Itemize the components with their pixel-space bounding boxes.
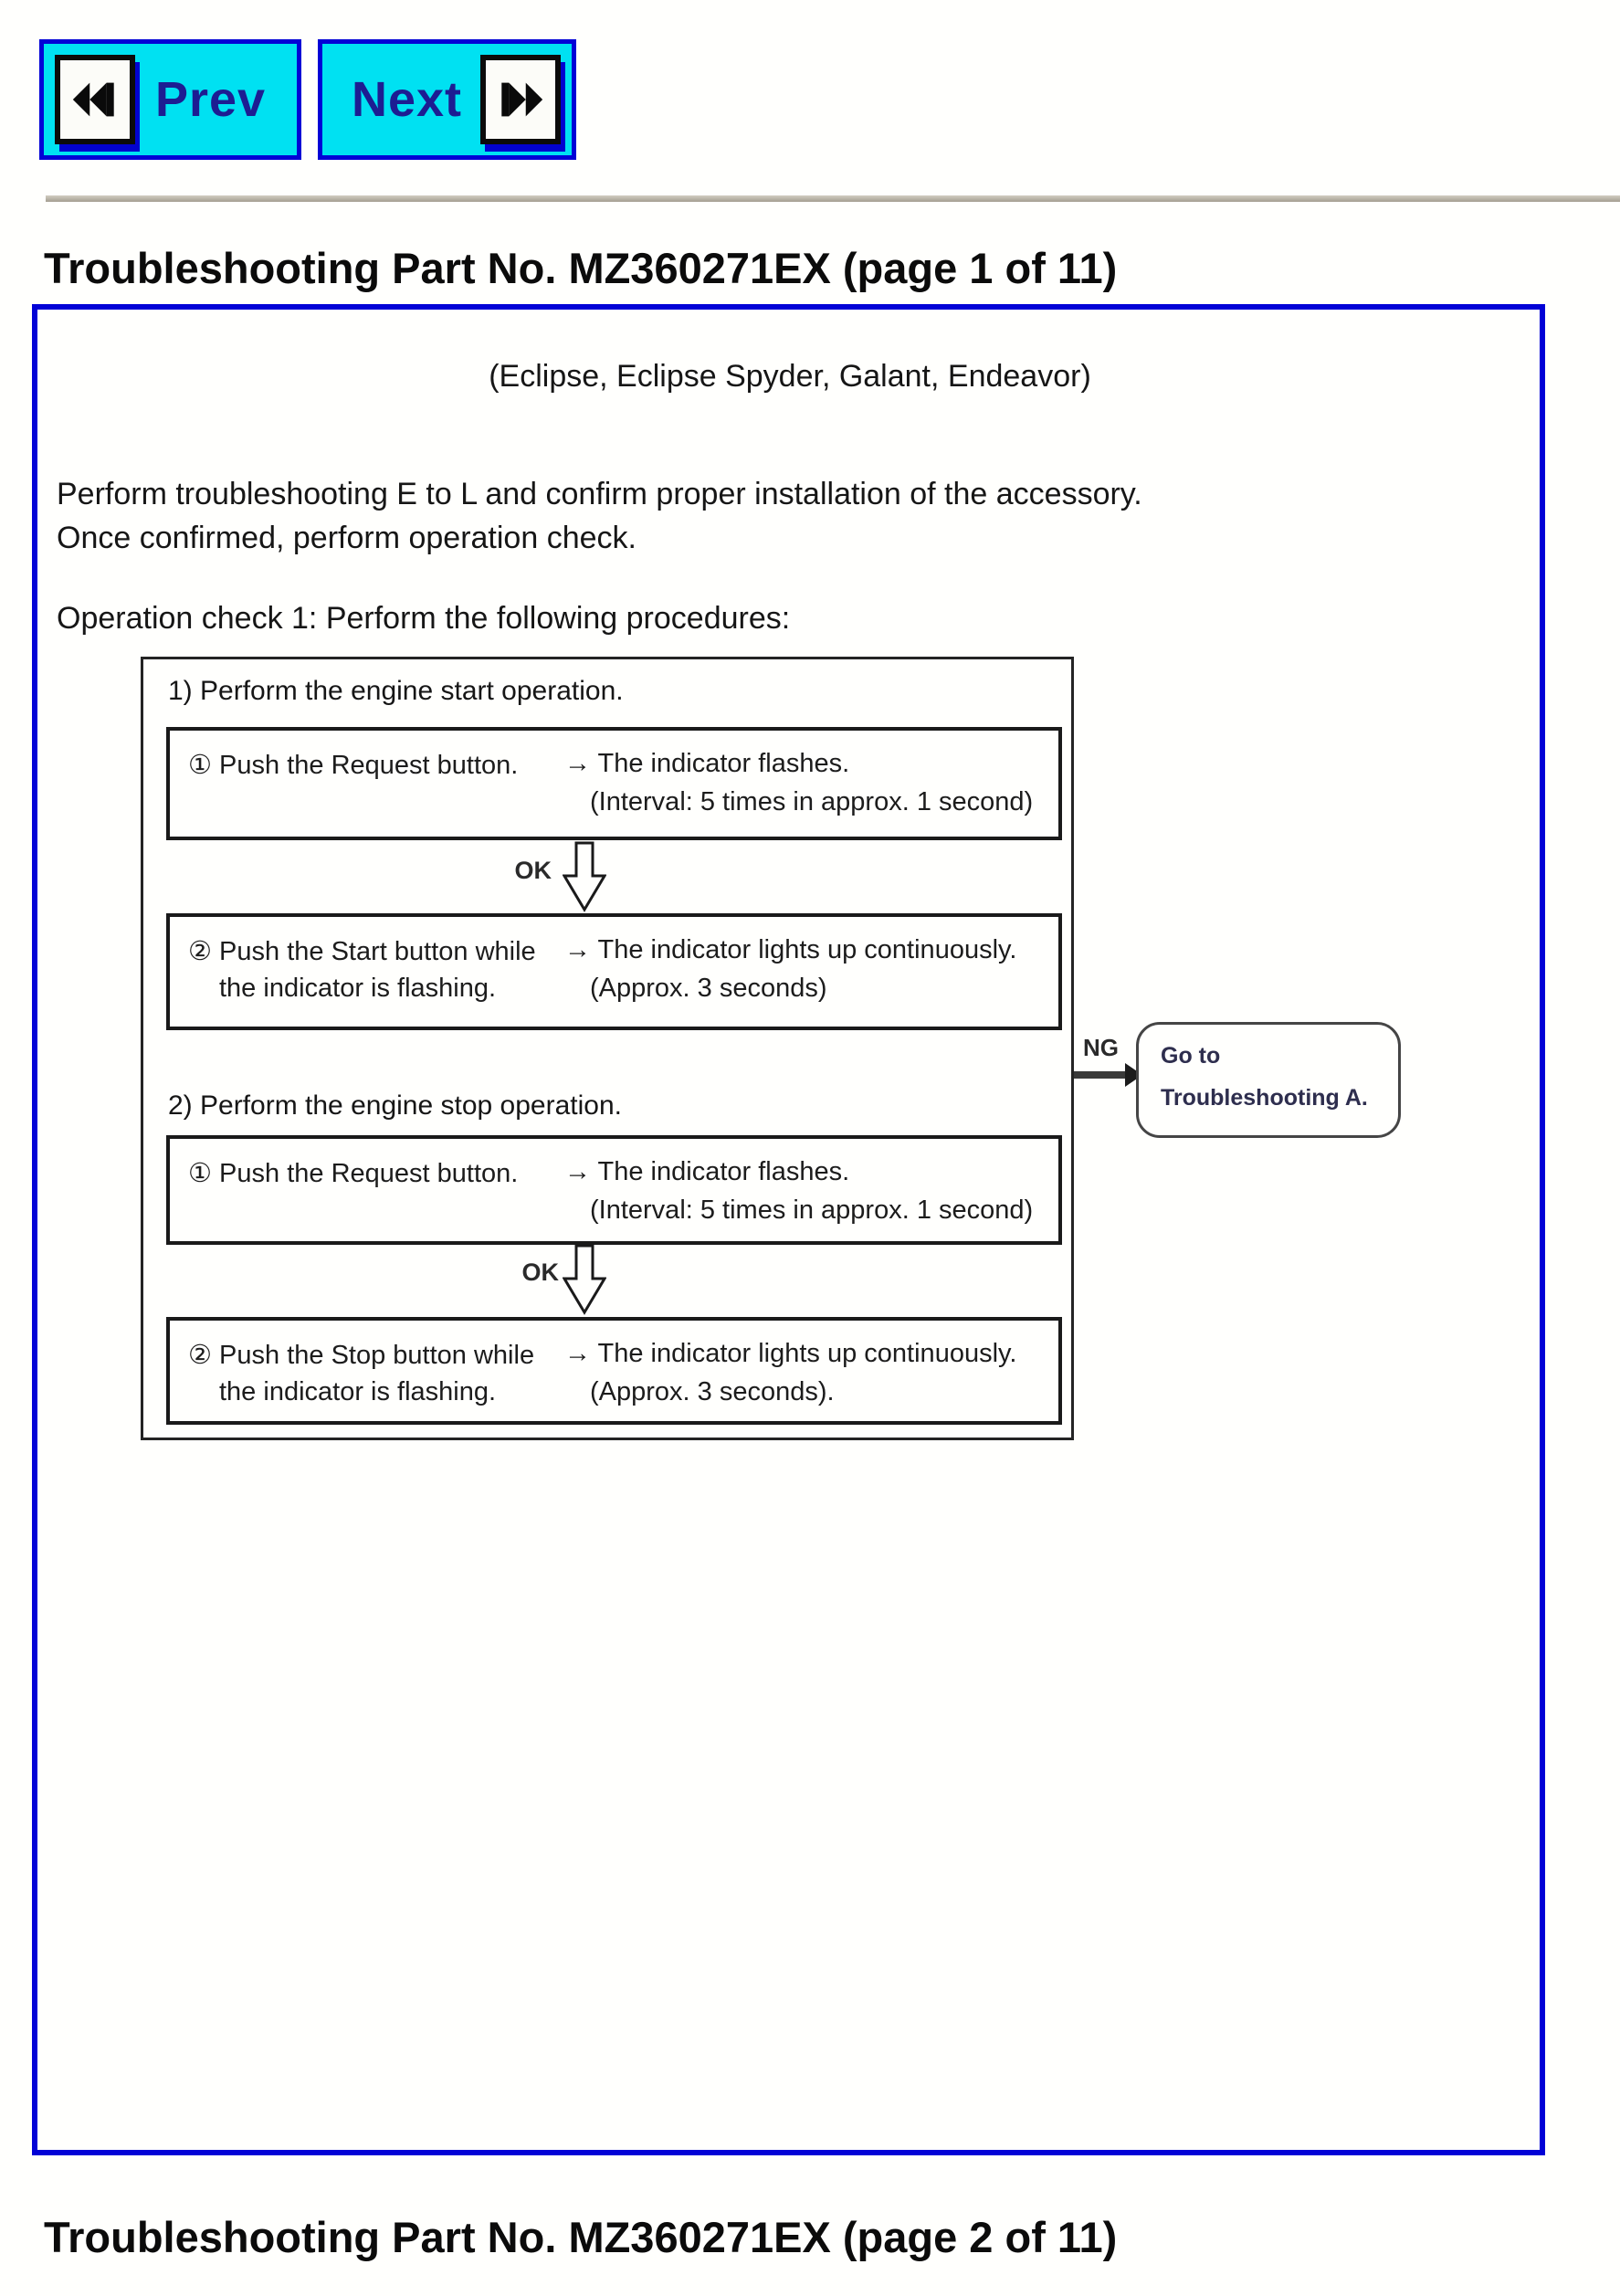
flowchart-section2-label: 2) Perform the engine stop operation. xyxy=(168,1090,622,1121)
down-block-arrow-icon xyxy=(563,841,606,912)
flowchart-step-box-4: ② Push the Stop button while the indicat… xyxy=(166,1317,1062,1425)
step4-action-line2: the indicator is flashing. xyxy=(219,1377,497,1406)
step3-result-detail: (Interval: 5 times in approx. 1 second) xyxy=(590,1195,1034,1225)
step2-action: ② Push the Start button while xyxy=(188,937,536,966)
step2-result: → The indicator lights up continuously. xyxy=(564,935,1017,964)
step1-result-detail: (Interval: 5 times in approx. 1 second) xyxy=(590,787,1034,816)
vehicle-models-subtitle: (Eclipse, Eclipse Spyder, Galant, Endeav… xyxy=(489,359,1091,394)
step1-result: → The indicator flashes. xyxy=(564,749,850,778)
step4-result-detail: (Approx. 3 seconds). xyxy=(590,1377,835,1406)
goto-troubleshooting-box: Go to Troubleshooting A. xyxy=(1136,1022,1401,1138)
intro-line-1: Perform troubleshooting E to L and confi… xyxy=(57,477,1142,511)
double-left-arrow-icon xyxy=(55,55,135,144)
ok-label-2: OK xyxy=(521,1259,560,1286)
step2-action-line2: the indicator is flashing. xyxy=(219,974,497,1003)
step4-result: → The indicator lights up continuously. xyxy=(564,1339,1017,1368)
right-arrow-icon xyxy=(1074,1063,1142,1087)
horizontal-divider xyxy=(46,195,1620,202)
prev-button-label: Prev xyxy=(154,72,267,127)
prev-button[interactable]: Prev xyxy=(39,39,301,160)
goto-line1: Go to xyxy=(1161,1043,1221,1069)
operation-check-heading: Operation check 1: Perform the following… xyxy=(57,601,791,636)
ng-label: NG xyxy=(1083,1034,1119,1061)
intro-line-2: Once confirmed, perform operation check. xyxy=(57,521,636,555)
flowchart-step-box-2: ② Push the Start button while the indica… xyxy=(166,913,1062,1030)
step1-action: ① Push the Request button. xyxy=(188,751,519,780)
page1-title: Troubleshooting Part No. MZ360271EX (pag… xyxy=(44,244,1118,292)
step4-action: ② Push the Stop button while xyxy=(188,1341,535,1370)
ok-label-1: OK xyxy=(514,857,552,884)
flowchart-step-box-3: ① Push the Request button. → The indicat… xyxy=(166,1135,1062,1245)
step3-result: → The indicator flashes. xyxy=(564,1157,850,1186)
flowchart-section1-label: 1) Perform the engine start operation. xyxy=(168,676,624,706)
next-button-label: Next xyxy=(351,72,463,127)
step3-action: ① Push the Request button. xyxy=(188,1159,519,1188)
next-button[interactable]: Next xyxy=(318,39,576,160)
double-right-arrow-icon xyxy=(480,55,561,144)
goto-line2: Troubleshooting A. xyxy=(1161,1085,1368,1111)
page2-title: Troubleshooting Part No. MZ360271EX (pag… xyxy=(44,2213,1118,2261)
flowchart-step-box-1: ① Push the Request button. → The indicat… xyxy=(166,727,1062,840)
step2-result-detail: (Approx. 3 seconds) xyxy=(590,974,827,1003)
down-block-arrow-icon xyxy=(563,1244,606,1315)
